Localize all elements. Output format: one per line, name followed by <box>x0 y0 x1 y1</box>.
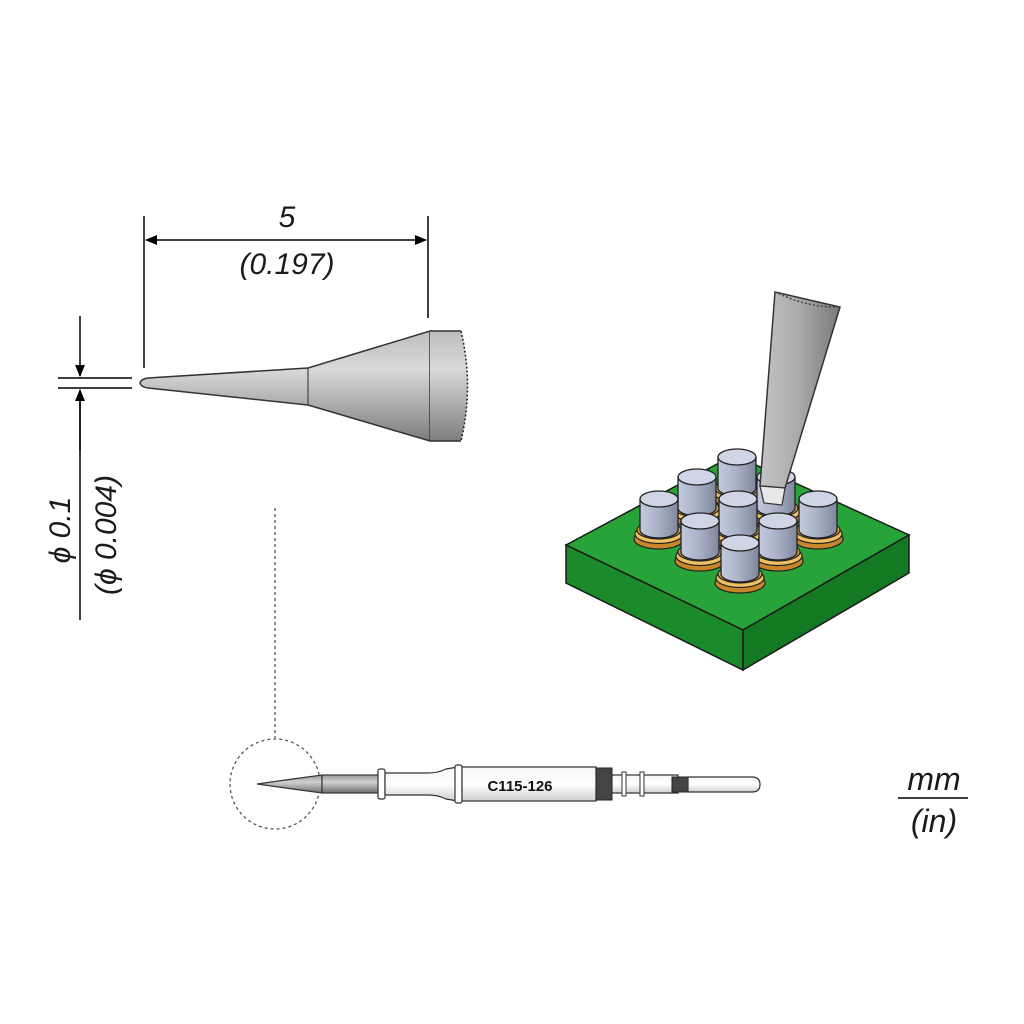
units-legend: mm (in) <box>898 761 968 839</box>
diameter-in-label: (ϕ 0.004) <box>90 475 123 595</box>
pin <box>674 512 726 572</box>
tip-profile <box>139 329 469 443</box>
pin <box>714 534 766 594</box>
pin <box>633 490 685 550</box>
cartridge: C115-126 <box>256 764 761 804</box>
diameter-mm-label: ϕ 0.1 <box>44 497 77 564</box>
pin <box>792 490 844 550</box>
length-mm-label: 5 <box>279 201 296 234</box>
length-in-label: (0.197) <box>239 248 334 281</box>
unit-mm-label: mm <box>907 761 960 797</box>
pcb-board-right-side <box>742 533 910 672</box>
soldering-tip-3d <box>759 291 841 506</box>
pin <box>752 512 804 572</box>
part-number-label: C115-126 <box>487 778 552 795</box>
pcb-illustration <box>564 291 911 672</box>
unit-in-label: (in) <box>911 803 957 839</box>
length-dimension: 5 (0.197) <box>143 201 429 368</box>
diameter-dimension: ϕ 0.1 (ϕ 0.004) <box>44 316 132 620</box>
